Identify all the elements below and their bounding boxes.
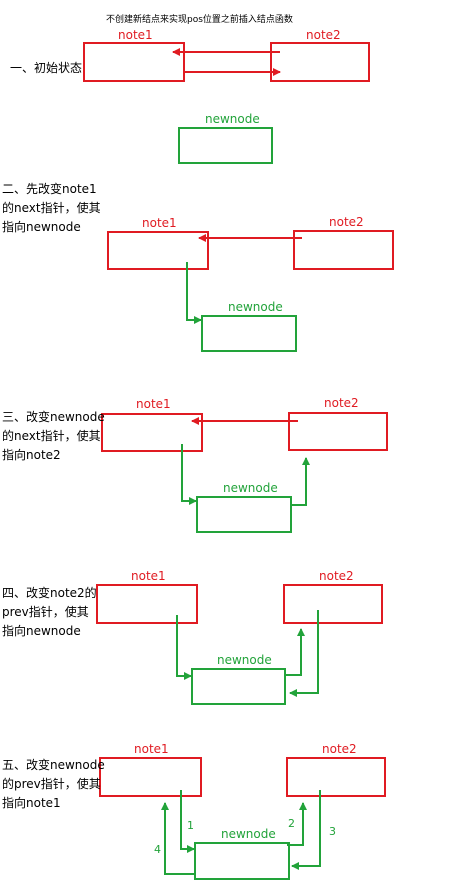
- caption-line: 指向note2: [2, 448, 61, 462]
- arrow-number-2: 2: [288, 817, 295, 830]
- page-title: 不创建新结点来实现pos位置之前插入结点函数: [106, 15, 293, 25]
- caption-line: 三、改变newnode: [2, 410, 105, 424]
- node1-label: note1: [136, 397, 171, 411]
- caption-line: 的next指针，使其: [2, 201, 101, 215]
- node2-box: [270, 42, 370, 82]
- node2-box: [283, 584, 383, 624]
- caption-line: 一、初始状态: [10, 61, 83, 75]
- caption-line: 指向newnode: [2, 220, 81, 234]
- newnode-label: newnode: [223, 481, 278, 495]
- step-5-caption: 五、改变newnode 的prev指针，使其 指向note1: [2, 756, 105, 813]
- newnode-box: [178, 127, 273, 164]
- newnode-next-pointer: [287, 802, 307, 846]
- node1-box: [101, 413, 203, 452]
- newnode-label: newnode: [217, 653, 272, 667]
- newnode-label: newnode: [221, 827, 276, 841]
- node2-box: [286, 757, 386, 797]
- newnode-label: newnode: [205, 112, 260, 126]
- node2-box: [293, 230, 394, 270]
- newnode-box: [201, 315, 297, 352]
- node1-label: note1: [142, 216, 177, 230]
- caption-line: 指向newnode: [2, 624, 81, 638]
- step-1-diagram: [83, 42, 370, 164]
- caption-line: 五、改变newnode: [2, 758, 105, 772]
- caption-line: 二、先改变note1: [2, 182, 97, 196]
- node2-prev-pointer: [291, 790, 321, 870]
- step-4-caption: 四、改变note2的 prev指针，使其 指向newnode: [2, 584, 97, 641]
- caption-line: 指向note1: [2, 796, 61, 810]
- node2-label: note2: [306, 28, 341, 42]
- next-pointer: [186, 262, 202, 324]
- node2-label: note2: [324, 396, 359, 410]
- node1-box: [99, 757, 202, 797]
- step-1-caption: 一、初始状态: [10, 59, 82, 78]
- caption-line: 四、改变note2的: [2, 586, 97, 600]
- arrow-number-4: 4: [154, 843, 161, 856]
- node2-label: note2: [322, 742, 357, 756]
- newnode-prev-pointer: [161, 802, 195, 875]
- caption-line: 的prev指针，使其: [2, 777, 101, 791]
- newnode-box: [196, 496, 292, 533]
- node1-box: [107, 231, 209, 270]
- node2-label: note2: [319, 569, 354, 583]
- step-3-diagram: [101, 412, 388, 533]
- node2-box: [288, 412, 388, 451]
- node2-prev-pointer: [289, 610, 319, 697]
- newnode-next-pointer: [290, 457, 310, 506]
- newnode-label: newnode: [228, 300, 283, 314]
- node1-label: note1: [131, 569, 166, 583]
- step-5-diagram: [99, 757, 386, 880]
- arrow-number-1: 1: [187, 819, 194, 832]
- step-2-diagram: [107, 230, 394, 352]
- node1-next-pointer: [176, 615, 192, 680]
- step-3-caption: 三、改变newnode 的next指针，使其 指向note2: [2, 408, 105, 465]
- caption-line: 的next指针，使其: [2, 429, 101, 443]
- node2-label: note2: [329, 215, 364, 229]
- node1-next-pointer: [180, 790, 195, 853]
- newnode-box: [194, 842, 290, 880]
- node1-box: [96, 584, 198, 624]
- step-4-diagram: [96, 584, 383, 705]
- node1-label: note1: [118, 28, 153, 42]
- caption-line: prev指针，使其: [2, 605, 89, 619]
- node1-box: [83, 42, 185, 82]
- step-2-caption: 二、先改变note1 的next指针，使其 指向newnode: [2, 180, 101, 237]
- arrow-number-3: 3: [329, 825, 336, 838]
- node1-label: note1: [134, 742, 169, 756]
- newnode-next-pointer: [285, 628, 305, 676]
- newnode-box: [191, 668, 286, 705]
- node1-next-pointer: [181, 444, 197, 505]
